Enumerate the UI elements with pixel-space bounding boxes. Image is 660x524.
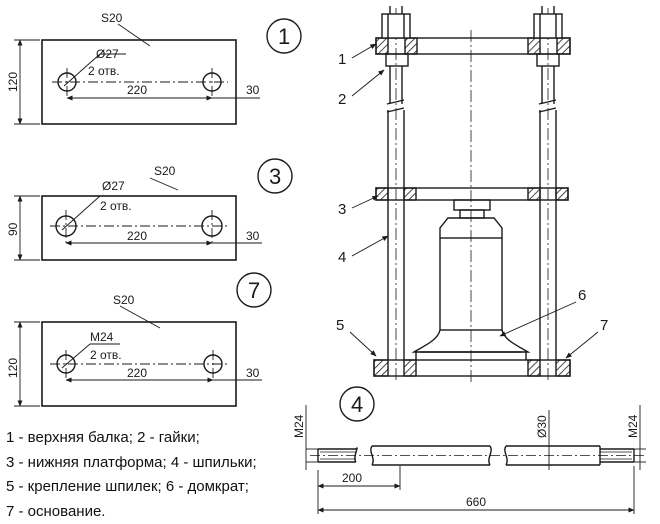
view-3-number: 3: [269, 164, 281, 189]
plate-3-outline: [42, 196, 236, 260]
legend-line: 1 - верхняя балка; 2 - гайки;: [6, 426, 306, 451]
view-4-number: 4: [351, 392, 363, 417]
plate-1-edge: 30: [246, 83, 260, 97]
plate-3-height: 90: [6, 222, 20, 236]
plate-7-spacing: 220: [127, 366, 147, 380]
callout-7: 7: [600, 317, 608, 334]
plate-1-spacing: 220: [127, 83, 147, 97]
callout-4: 4: [338, 249, 346, 266]
callout-3: 3: [338, 201, 346, 218]
plate-3-material: S20: [154, 164, 176, 178]
stud-thread-length: 200: [342, 471, 362, 485]
legend-line: 5 - крепление шпилек; 6 - домкрат;: [6, 475, 306, 500]
plate-7-hole: M24: [90, 330, 114, 344]
plate-7-height: 120: [6, 358, 20, 378]
view-1-number: 1: [278, 24, 290, 49]
view-7-number: 7: [248, 278, 260, 303]
plate-3-edge: 30: [246, 229, 260, 243]
callout-1: 1: [338, 51, 346, 68]
stud-total-length: 660: [466, 495, 486, 509]
stud-diameter: Ø30: [535, 415, 549, 438]
plate-7-holes-count: 2 отв.: [90, 348, 122, 362]
plate-3-holes-count: 2 отв.: [100, 199, 132, 213]
legend-line: 7 - основание.: [6, 500, 306, 524]
plate-3-drawing: [14, 178, 262, 260]
stud-thread-right: M24: [626, 414, 640, 438]
callout-2: 2: [338, 91, 346, 108]
plate-7-edge: 30: [246, 366, 260, 380]
plate-1-height: 120: [6, 72, 20, 92]
plate-1-holes-count: 2 отв.: [88, 64, 120, 78]
press-assembly: [350, 6, 598, 382]
plate-1-material: S20: [101, 11, 123, 25]
callout-6: 6: [578, 287, 586, 304]
plate-1-drawing: [14, 24, 260, 124]
plate-7-drawing: [14, 306, 262, 406]
top-nut-right: [534, 14, 562, 38]
plate-3-hole: Ø27: [102, 179, 125, 193]
callout-5: 5: [336, 317, 344, 334]
plate-1-hole: Ø27: [96, 47, 119, 61]
plate-7-material: S20: [113, 293, 135, 307]
legend-line: 3 - нижняя платформа; 4 - шпильки;: [6, 451, 306, 476]
plate-3-spacing: 220: [127, 229, 147, 243]
parts-legend: 1 - верхняя балка; 2 - гайки; 3 - нижняя…: [6, 426, 306, 524]
top-nut-left: [382, 14, 410, 38]
